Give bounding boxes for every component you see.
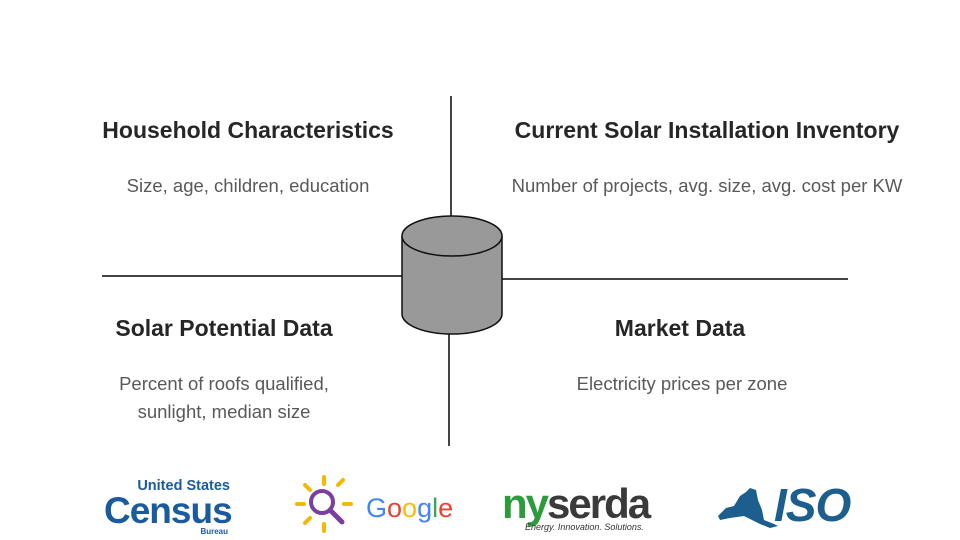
census-logo-sub-text: Bureau <box>200 527 228 536</box>
nyserda-logo: nyserda Energy. Innovation. Solutions. <box>502 480 682 534</box>
solar-potential-desc-line2: sunlight, median size <box>137 401 311 422</box>
google-logo: Google <box>294 474 464 534</box>
nyserda-wordmark-ny: ny <box>502 480 549 527</box>
solar-inventory-desc: Number of projects, avg. size, avg. cost… <box>511 175 903 196</box>
census-bureau-logo: United States Census Bureau <box>104 478 236 538</box>
vertical-divider-top <box>450 96 452 216</box>
google-letter: g <box>417 493 433 523</box>
iso-wordmark: ISO <box>774 479 851 531</box>
nyserda-tagline: Energy. Innovation. Solutions. <box>525 522 644 532</box>
census-logo-main-text: Census <box>104 490 233 531</box>
solar-potential-desc-line1: Percent of roofs qualified, <box>119 373 329 394</box>
horizontal-divider-left <box>102 275 402 277</box>
google-letter: l <box>432 493 439 523</box>
census-logo-top-text: United States <box>137 478 230 494</box>
household-characteristics-desc: Size, age, children, education <box>126 175 370 196</box>
nyserda-wordmark-serda: serda <box>547 480 651 527</box>
google-wordmark: Google <box>366 493 453 524</box>
google-letter: o <box>387 493 403 523</box>
vertical-divider-bottom <box>448 334 450 446</box>
solar-potential-title: Solar Potential Data <box>115 315 333 341</box>
nyserda-wordmark: nyserda <box>502 480 651 527</box>
database-cylinder-icon <box>401 215 503 335</box>
horizontal-divider-right <box>500 278 848 280</box>
household-characteristics-title: Household Characteristics <box>102 117 394 143</box>
sun-magnifier-icon <box>295 475 353 533</box>
google-letter: G <box>366 493 388 523</box>
google-letter: o <box>402 493 418 523</box>
nyiso-logo: ISO <box>716 480 896 534</box>
solar-inventory-title: Current Solar Installation Inventory <box>514 117 900 143</box>
market-data-title: Market Data <box>614 315 746 341</box>
new-york-state-shape-icon <box>718 488 778 528</box>
market-data-desc: Electricity prices per zone <box>576 373 788 394</box>
google-letter: e <box>438 493 454 523</box>
